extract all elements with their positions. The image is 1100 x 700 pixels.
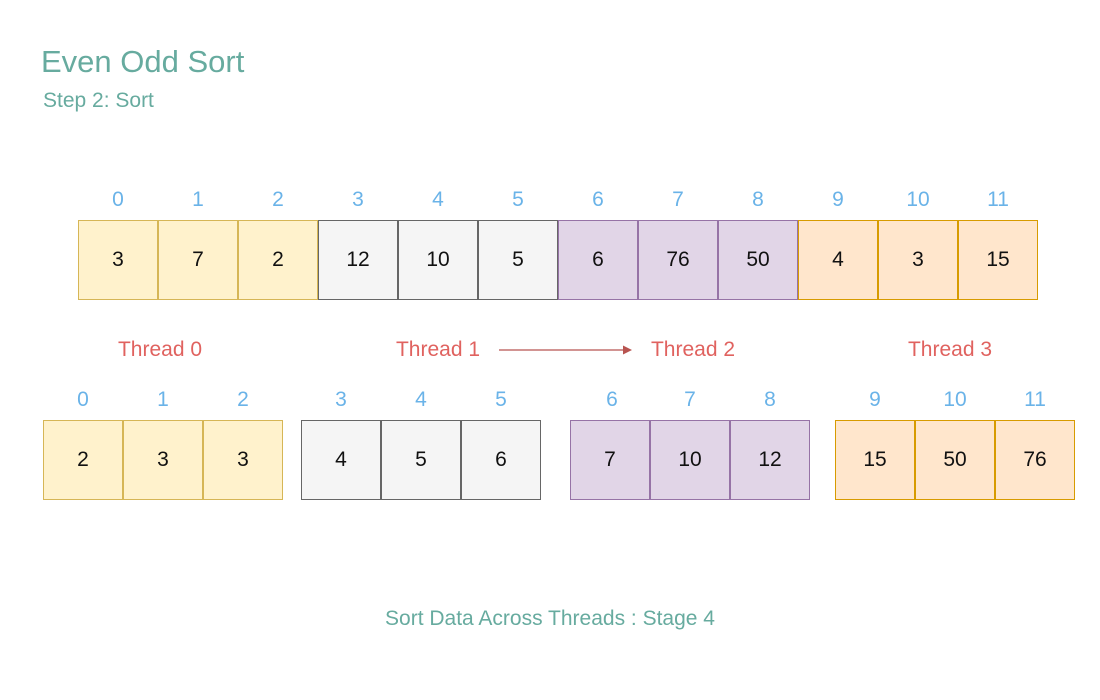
top-cell: 50 [718, 220, 798, 300]
bottom-cell: 2 [43, 420, 123, 500]
bottom-cell: 10 [650, 420, 730, 500]
bottom-cell: 7 [570, 420, 650, 500]
bottom-cell: 3 [203, 420, 283, 500]
thread-3-label: Thread 3 [907, 338, 993, 361]
top-cell: 2 [238, 220, 318, 300]
bottom-cell: 15 [835, 420, 915, 500]
top-cell: 12 [318, 220, 398, 300]
thread-arrow-icon [499, 345, 632, 355]
top-index: 9 [832, 188, 844, 211]
bottom-index: 4 [415, 388, 427, 411]
top-cell: 6 [558, 220, 638, 300]
bottom-index: 0 [77, 388, 89, 411]
top-index: 3 [352, 188, 364, 211]
top-index-row: 0 1 2 3 4 5 6 7 8 9 10 11 [0, 189, 1100, 213]
bottom-index-row: 0 1 2 3 4 5 6 7 8 9 10 11 [0, 389, 1100, 413]
bottom-index: 8 [764, 388, 776, 411]
top-cell: 3 [878, 220, 958, 300]
thread-2-label: Thread 2 [650, 338, 736, 361]
diagram-subtitle: Step 2: Sort [43, 89, 154, 112]
top-cell: 4 [798, 220, 878, 300]
bottom-index: 2 [237, 388, 249, 411]
top-array: 3 7 2 12 10 5 6 76 50 4 3 15 [0, 220, 1100, 300]
bottom-index: 9 [869, 388, 881, 411]
thread-1-label: Thread 1 [395, 338, 481, 361]
top-cell: 3 [78, 220, 158, 300]
bottom-cell: 6 [461, 420, 541, 500]
bottom-cell: 76 [995, 420, 1075, 500]
top-cell: 76 [638, 220, 718, 300]
thread-0-label: Thread 0 [117, 338, 203, 361]
top-index: 6 [592, 188, 604, 211]
bottom-index: 7 [684, 388, 696, 411]
bottom-index: 5 [495, 388, 507, 411]
bottom-arrays: 2 3 3 4 5 6 7 10 12 15 50 76 [0, 420, 1100, 500]
top-index: 4 [432, 188, 444, 211]
bottom-cell: 12 [730, 420, 810, 500]
top-cell: 10 [398, 220, 478, 300]
top-cell: 5 [478, 220, 558, 300]
top-index: 11 [987, 188, 1009, 211]
top-cell: 7 [158, 220, 238, 300]
top-index: 2 [272, 188, 284, 211]
top-cell: 15 [958, 220, 1038, 300]
bottom-cell: 5 [381, 420, 461, 500]
diagram-title: Even Odd Sort [41, 44, 245, 79]
top-index: 1 [192, 188, 204, 211]
bottom-index: 3 [335, 388, 347, 411]
top-index: 5 [512, 188, 524, 211]
bottom-index: 1 [157, 388, 169, 411]
stage-caption: Sort Data Across Threads : Stage 4 [385, 607, 715, 630]
bottom-cell: 3 [123, 420, 203, 500]
top-index: 10 [906, 188, 930, 211]
top-index: 8 [752, 188, 764, 211]
bottom-index: 10 [943, 388, 967, 411]
bottom-cell: 4 [301, 420, 381, 500]
bottom-cell: 50 [915, 420, 995, 500]
bottom-index: 6 [606, 388, 618, 411]
top-index: 0 [112, 188, 124, 211]
top-index: 7 [672, 188, 684, 211]
bottom-index: 11 [1024, 388, 1046, 411]
